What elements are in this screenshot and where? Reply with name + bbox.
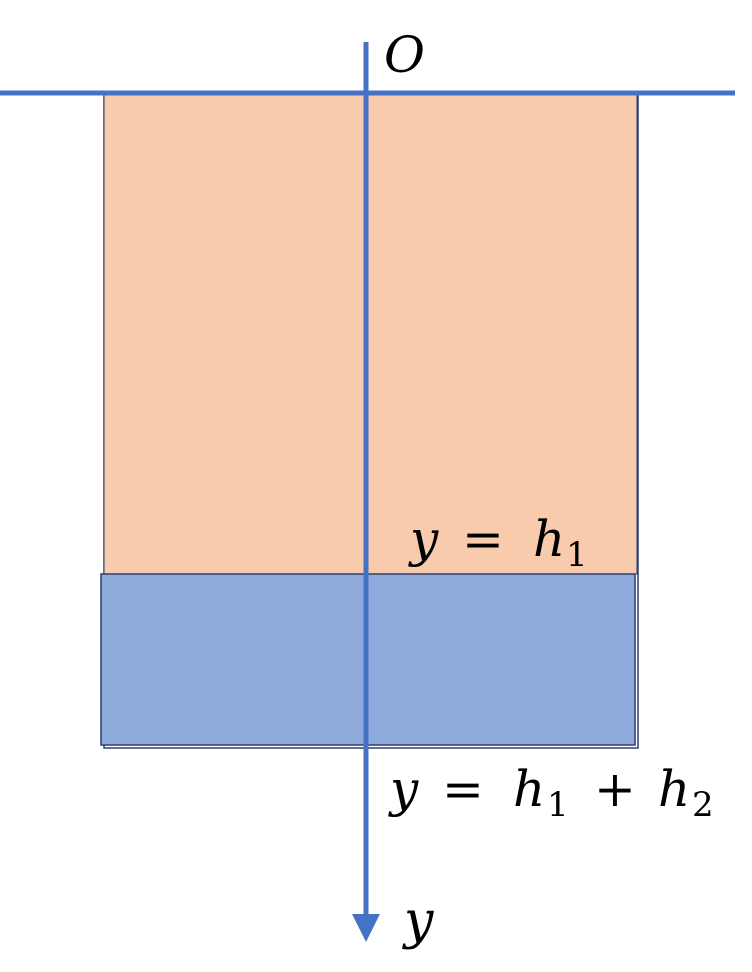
upper-fluid-layer bbox=[103, 92, 638, 575]
svg-text:1: 1 bbox=[547, 785, 569, 825]
bottom-label: y = h 1 + h 2 bbox=[388, 760, 714, 825]
y-axis-label: y bbox=[402, 891, 434, 951]
svg-text:=: = bbox=[442, 760, 484, 818]
svg-text:+: + bbox=[594, 760, 636, 818]
interface-label: y = h 1 bbox=[408, 510, 588, 575]
svg-text:h: h bbox=[533, 510, 565, 568]
svg-text:y: y bbox=[388, 760, 419, 818]
origin-label: O bbox=[384, 26, 425, 84]
svg-text:1: 1 bbox=[566, 535, 588, 575]
svg-text:=: = bbox=[462, 510, 504, 568]
svg-text:h: h bbox=[658, 760, 690, 818]
y-axis-arrowhead bbox=[352, 914, 380, 942]
svg-text:2: 2 bbox=[692, 785, 714, 825]
svg-text:h: h bbox=[513, 760, 545, 818]
svg-text:y: y bbox=[408, 510, 439, 568]
